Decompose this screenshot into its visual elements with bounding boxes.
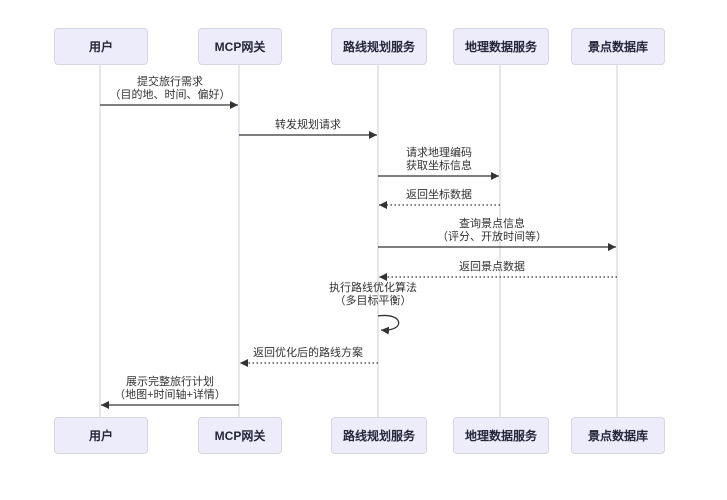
message-line: 提交旅行需求 (137, 76, 203, 88)
actor-label: 景点数据库 (587, 40, 648, 54)
message-line: （地图+时间轴+详情） (114, 389, 226, 401)
actor-route-planning-bottom: 路线规划服务 (331, 417, 427, 454)
actor-label: 路线规划服务 (342, 40, 415, 54)
actor-poi-database-top: 景点数据库 (571, 28, 665, 65)
message-show-plan: 展示完整旅行计划 （地图+时间轴+详情） (114, 376, 226, 402)
message-line: 返回优化后的路线方案 (253, 347, 363, 359)
actor-geo-data-bottom: 地理数据服务 (453, 417, 549, 454)
message-line: 转发规划请求 (275, 119, 341, 131)
actor-route-planning-top: 路线规划服务 (331, 28, 427, 65)
actor-geo-data-top: 地理数据服务 (453, 28, 549, 65)
actor-label: MCP网关 (214, 429, 266, 443)
actor-poi-database-bottom: 景点数据库 (571, 417, 665, 454)
arrow-self-loop-optimize (377, 314, 400, 335)
message-self-loop-optimize: 执行路线优化算法 （多目标平衡） (329, 282, 417, 308)
message-line: 返回坐标数据 (406, 189, 472, 201)
actor-mcp-gateway-top: MCP网关 (198, 28, 282, 65)
actor-user-bottom: 用户 (54, 417, 148, 454)
message-forward-request: 转发规划请求 (275, 119, 341, 132)
message-query-poi: 查询景点信息 （评分、开放时间等） (437, 218, 547, 244)
actor-label: 景点数据库 (587, 429, 648, 443)
actor-label: 路线规划服务 (342, 429, 415, 443)
message-submit-request: 提交旅行需求 （目的地、时间、偏好） (110, 76, 231, 102)
actor-label: 地理数据服务 (464, 40, 537, 54)
message-return-poi: 返回景点数据 (459, 261, 525, 274)
actor-label: 用户 (88, 429, 113, 443)
message-line: （目的地、时间、偏好） (109, 89, 231, 101)
actor-user-top: 用户 (54, 28, 148, 65)
message-line: 执行路线优化算法 (329, 282, 417, 294)
message-return-route-plan: 返回优化后的路线方案 (253, 347, 363, 360)
message-line: （评分、开放时间等） (437, 231, 547, 243)
message-line: （多目标平衡） (334, 295, 412, 307)
actor-label: MCP网关 (214, 40, 266, 54)
actor-label: 地理数据服务 (464, 429, 537, 443)
message-line: 返回景点数据 (459, 261, 525, 273)
actor-label: 用户 (88, 40, 113, 54)
actor-mcp-gateway-bottom: MCP网关 (198, 417, 282, 454)
message-geocode-request: 请求地理编码 获取坐标信息 (406, 147, 472, 173)
message-line: 展示完整旅行计划 (125, 376, 214, 388)
message-line: 获取坐标信息 (406, 160, 472, 172)
message-return-coords: 返回坐标数据 (406, 189, 472, 202)
message-line: 查询景点信息 (459, 218, 525, 230)
message-line: 请求地理编码 (406, 147, 472, 159)
